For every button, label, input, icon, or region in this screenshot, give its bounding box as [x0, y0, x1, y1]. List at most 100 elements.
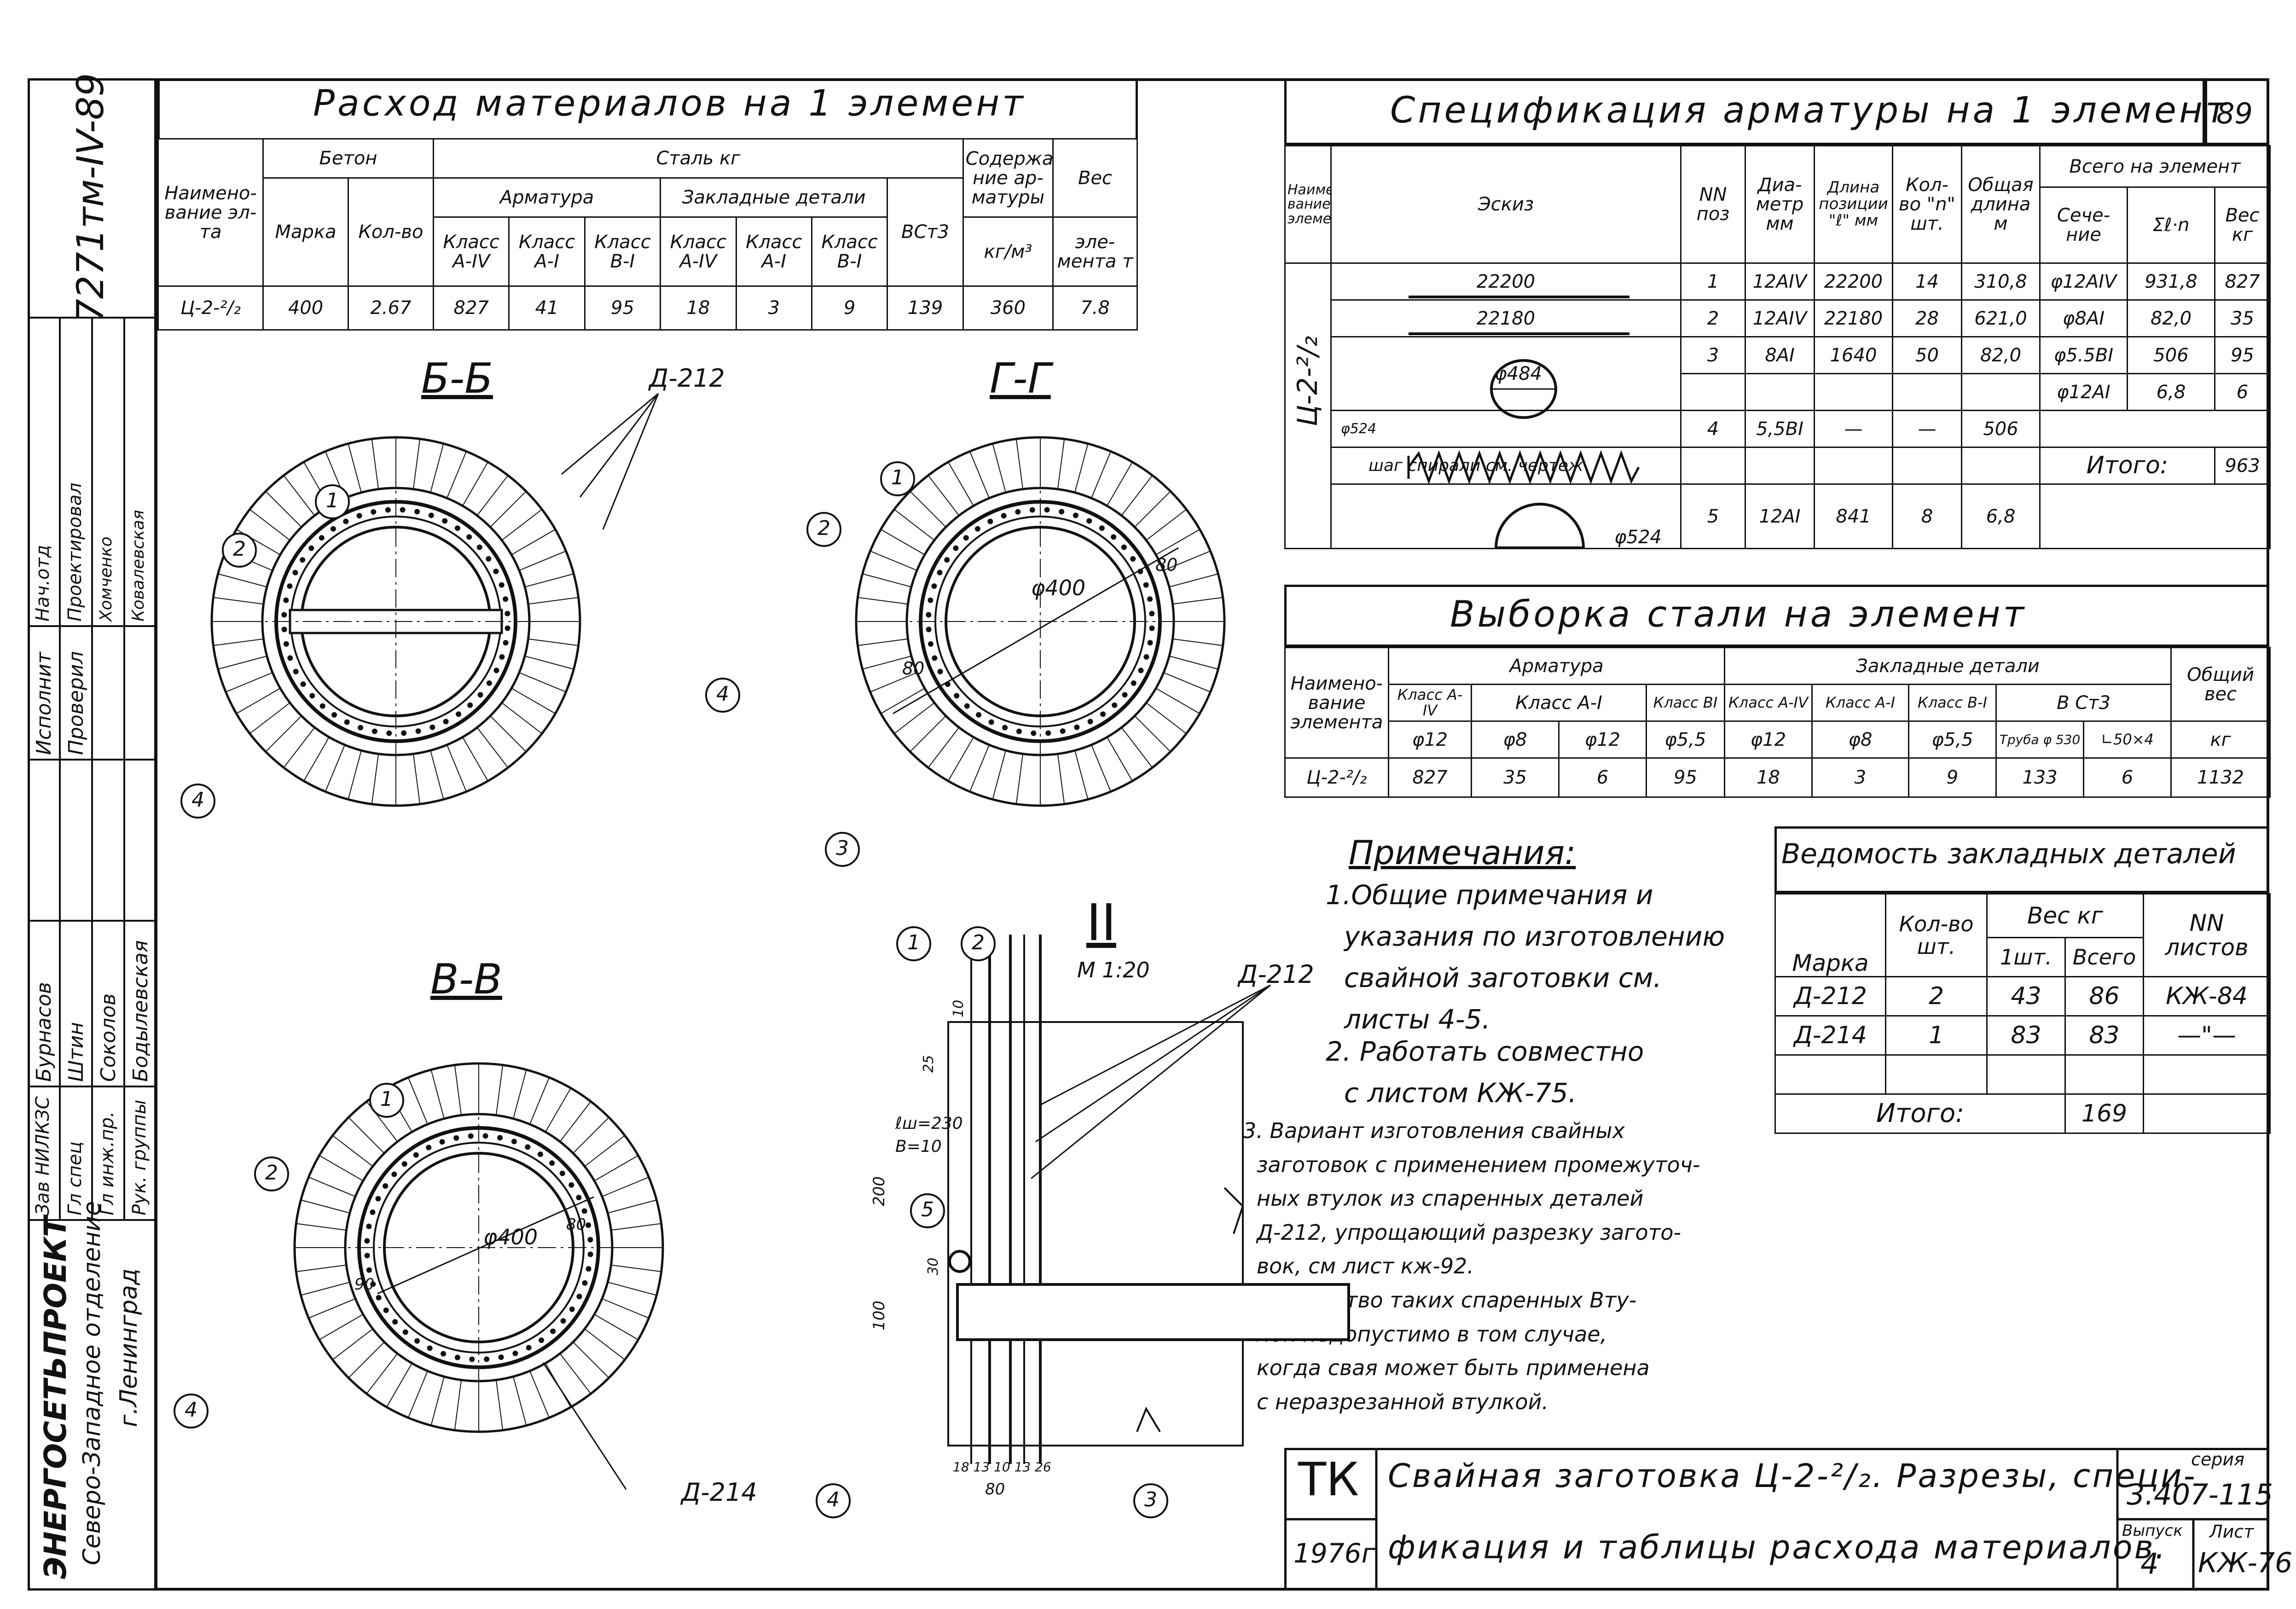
steel-title-box	[1284, 585, 2269, 647]
materials-cell: 2.67	[348, 285, 434, 331]
steel-cell: 6	[2083, 757, 2172, 798]
radial-tick	[490, 715, 527, 752]
radial-tick	[862, 656, 912, 670]
spec-blank-7	[2039, 483, 2271, 549]
details-cell: 83	[1986, 1015, 2066, 1056]
rebar-dot	[401, 1161, 407, 1167]
radial-tick	[1015, 754, 1024, 804]
spec-sum-1: 931,8	[2127, 262, 2215, 301]
materials-title: Расход материалов на 1 элемент	[313, 83, 1026, 124]
radial-tick	[348, 443, 362, 493]
callout-2: 2	[818, 517, 830, 540]
rebar-dot	[499, 582, 504, 588]
radial-tick	[519, 550, 566, 571]
radial-tick	[573, 1342, 609, 1378]
note-2: 2. Работать совместно с листом КЖ-75.	[1326, 1031, 1644, 1114]
rebar-dot	[974, 526, 980, 532]
radial-tick	[524, 656, 574, 670]
rebar-dot	[283, 597, 289, 603]
steel-d: φ8	[1811, 720, 1910, 759]
radial-tick	[446, 451, 467, 499]
spec-sketch-3: φ484	[1330, 336, 1681, 411]
rebar-dot	[476, 544, 482, 550]
note-1-line: листы 4-5.	[1344, 1003, 1490, 1035]
note-3-line: Д-212, упрощающий разрезку загото-	[1257, 1220, 1681, 1245]
note-2-line: с листом КЖ-75.	[1344, 1077, 1577, 1109]
materials-cell: 360	[962, 285, 1054, 331]
steel-d: φ5,5	[1908, 720, 1997, 759]
note-3-line: 3. Вариант изготовления свайных	[1243, 1118, 1625, 1143]
rebar-dot	[281, 627, 287, 633]
rebar-dot	[358, 725, 364, 731]
spec-len-7: 841	[1814, 483, 1893, 549]
steel-c6: Класс В-I	[1908, 684, 1997, 722]
rebar-dot	[364, 1238, 370, 1244]
spec-pos-4	[1680, 373, 1746, 411]
rebar-dot	[415, 728, 421, 734]
rebar-dot	[344, 719, 350, 725]
radial-tick	[218, 656, 267, 670]
radial-tick	[296, 1264, 347, 1272]
radial-tick	[218, 573, 267, 587]
spec-title-box	[1284, 78, 2205, 145]
spec-sketch-1: 22200	[1330, 262, 1681, 301]
rebar-dot	[482, 1133, 488, 1139]
note-3-line: когда свая может быть применена	[1257, 1355, 1650, 1381]
stamp-series-label: серия	[2191, 1449, 2244, 1470]
details-cell: КЖ-84	[2143, 976, 2271, 1017]
radial-tick	[386, 1363, 412, 1407]
details-h-1: 1шт.	[1986, 937, 2066, 977]
callout-1: 1	[326, 489, 339, 512]
note-1: 1.Общие примечания и указания по изготов…	[1326, 875, 1725, 1040]
radial-tick	[265, 715, 302, 752]
materials-class-1: Класс А-IV	[432, 216, 510, 287]
spec-h-all: Всего на элемент	[2039, 145, 2271, 188]
radial-tick	[513, 1376, 527, 1426]
rebar-dot	[963, 535, 969, 541]
radial-tick	[454, 1380, 462, 1430]
materials-cell: 827	[432, 285, 510, 331]
spec-pos-2: 2	[1680, 299, 1746, 337]
rebar-dot	[581, 1208, 587, 1214]
materials-cell: Ц-2-²/₂	[157, 285, 264, 331]
spec-itogo-label: Итого:	[2039, 447, 2215, 485]
steel-d: φ12	[1724, 720, 1813, 759]
rebar-dot	[1016, 728, 1022, 734]
rebar-dot	[512, 1350, 518, 1356]
section-bb-title: Б-Б	[421, 354, 493, 403]
rebar-dot	[486, 556, 492, 562]
dim-25: 25	[921, 1055, 937, 1073]
label-d212-ii: Д-212	[1238, 960, 1314, 989]
rebar-dot	[525, 1144, 531, 1150]
rebar-dot	[953, 545, 959, 551]
note-1-line: 1.Общие примечания и	[1326, 879, 1653, 911]
spec-h-sum: Σℓ·n	[2127, 186, 2215, 264]
rebar-dot	[292, 569, 298, 575]
materials-cell: 41	[508, 285, 586, 331]
radial-tick	[1163, 550, 1211, 571]
spec-h-name: Наимено-вание элемента	[1284, 145, 1332, 264]
radial-tick	[519, 672, 566, 693]
rebar-dot	[964, 703, 970, 709]
radial-tick	[528, 638, 579, 646]
radial-tick	[476, 727, 509, 768]
rebar-dot	[375, 1196, 381, 1202]
rebar-dot	[319, 703, 325, 709]
radial-tick	[529, 1371, 550, 1418]
spec-n-5: —	[1892, 410, 1962, 448]
rebar-dot	[428, 512, 434, 518]
details-title: Ведомость закладных деталей	[1781, 838, 2236, 870]
spec-total-7: 6,8	[1961, 483, 2041, 549]
steel-h-total: Общий вес	[2170, 647, 2271, 722]
materials-h-mark: Марка	[262, 177, 349, 287]
steel-c7b: ∟50×4	[2083, 720, 2172, 759]
details-cell: 86	[2064, 976, 2145, 1017]
details-table: Марка Кол-во шт. Вес кг NN листов 1шт. В…	[1774, 893, 2271, 1134]
rebar-dot	[931, 583, 937, 589]
rebar-dot	[401, 730, 407, 736]
note-3-line: вок, см лист кж-92.	[1257, 1254, 1474, 1279]
stamp-title-2: фикация и таблицы расхода материалов.	[1388, 1528, 2168, 1566]
